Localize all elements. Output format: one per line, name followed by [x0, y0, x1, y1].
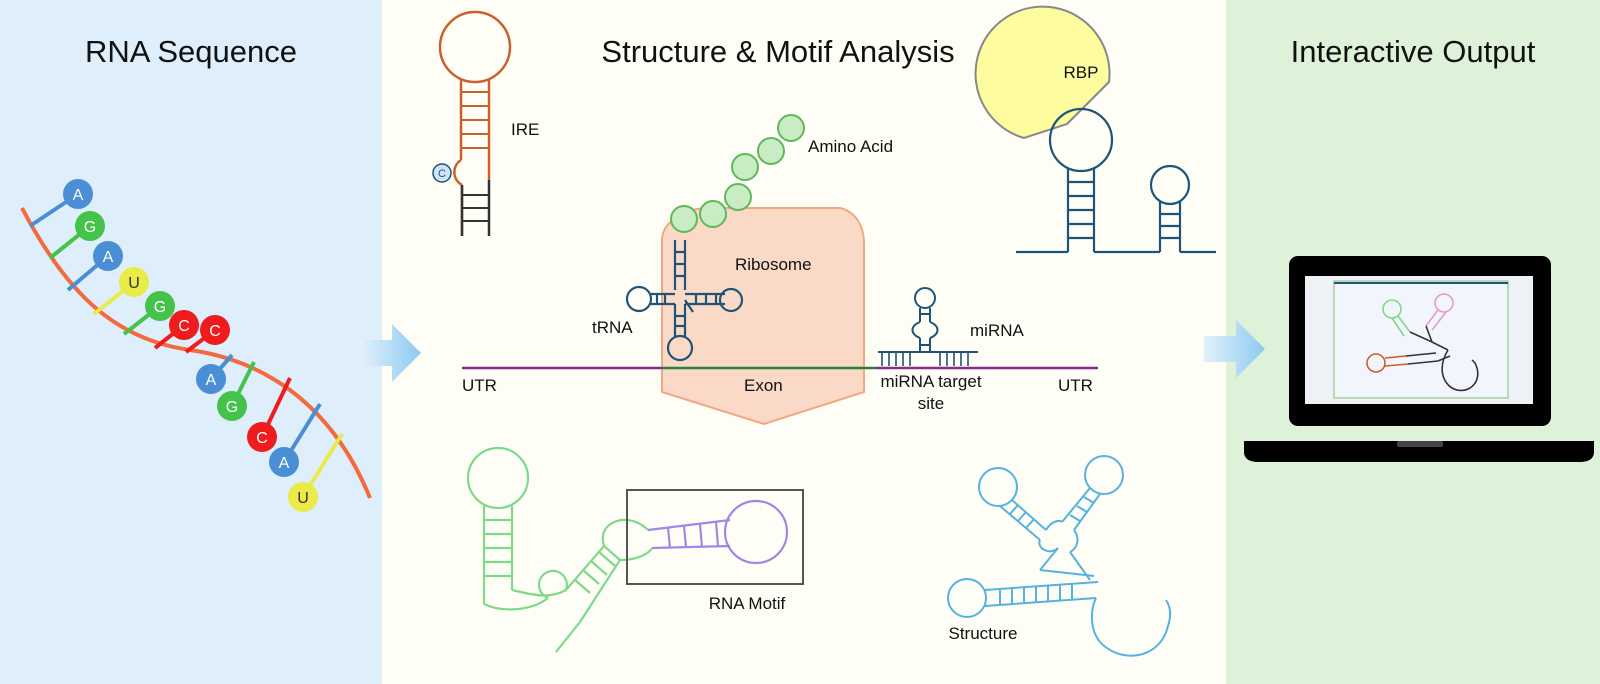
rbp-bound-rna [1016, 107, 1216, 254]
ire-loop [438, 10, 512, 84]
trna-label: tRNA [592, 318, 633, 337]
utr-right-label: UTR [1058, 376, 1093, 395]
ire-structure: C IRE [432, 10, 539, 236]
flow-arrow-2 [1204, 320, 1265, 378]
ribosome-label: Ribosome [735, 255, 812, 274]
ire-cytosine-circle [432, 163, 452, 183]
analysis-panel-title: Structure & Motif Analysis [601, 34, 954, 69]
top-nucleotide-label-3: U [128, 275, 140, 292]
ribosome [661, 207, 865, 426]
mirna-target-label-line2: site [918, 394, 944, 413]
laptop-base [1244, 441, 1594, 462]
mirna-label: miRNA [970, 321, 1024, 340]
bottom-nucleotide-2 [247, 422, 277, 452]
rbp-label: RBP [1064, 63, 1099, 82]
top-nucleotide-label-0: A [73, 187, 84, 204]
rna-structure [947, 455, 1172, 657]
top-nucleotide-5 [169, 310, 199, 340]
top-nucleotide-3 [119, 267, 149, 297]
rbp-protein [974, 5, 1111, 140]
laptop-screen-structure [1366, 293, 1479, 392]
top-nucleotide-label-6: C [209, 323, 221, 340]
trna [625, 240, 744, 362]
top-nucleotide-4 [145, 291, 175, 321]
laptop-screen-window [1333, 280, 1509, 399]
exon-label: Exon [744, 376, 783, 395]
top-nucleotide-6 [200, 315, 230, 345]
bottom-nucleotide-0 [196, 364, 226, 394]
bottom-nucleotide-3 [269, 447, 299, 477]
ire-bulge [453, 158, 463, 187]
top-nucleotide-0 [63, 179, 93, 209]
mirna-target-label-line1: miRNA target [880, 372, 981, 391]
amino-acid-chain [670, 114, 805, 233]
bottom-nucleotide-label-0: A [206, 372, 217, 389]
amino-acid-label: Amino Acid [808, 137, 893, 156]
bottom-nucleotide-label-4: U [297, 490, 309, 507]
sequence-panel [0, 0, 382, 684]
rna-motif-structure [466, 446, 804, 653]
top-nucleotide-label-1: G [84, 219, 96, 236]
top-nucleotide-label-2: A [103, 249, 114, 266]
laptop [1244, 256, 1594, 462]
flow-arrow-1 [360, 324, 421, 382]
bottom-nucleotide-label-1: G [226, 399, 238, 416]
bottom-nucleotide-label-3: A [279, 455, 290, 472]
ire-base-pairs [461, 91, 489, 149]
top-nucleotide-1 [75, 211, 105, 241]
utr-left-label: UTR [462, 376, 497, 395]
ire-lower-pairs [462, 194, 489, 222]
output-panel-title: Interactive Output [1291, 34, 1536, 69]
structure-label: Structure [949, 624, 1018, 643]
rna-motif-box [626, 489, 804, 585]
laptop-notch [1397, 441, 1443, 447]
sequence-panel-title: RNA Sequence [85, 34, 297, 69]
top-nucleotide-label-4: G [154, 299, 166, 316]
bottom-nucleotide-1 [217, 391, 247, 421]
top-nucleotide-label-5: C [178, 318, 190, 335]
bottom-nucleotide-label-2: C [256, 430, 268, 447]
ire-cytosine-label: C [438, 168, 446, 180]
ire-label: IRE [511, 120, 539, 139]
bottom-nucleotide-4 [288, 482, 318, 512]
mirna [878, 287, 978, 366]
rna-motif-label: RNA Motif [709, 594, 786, 613]
top-nucleotide-2 [93, 241, 123, 271]
